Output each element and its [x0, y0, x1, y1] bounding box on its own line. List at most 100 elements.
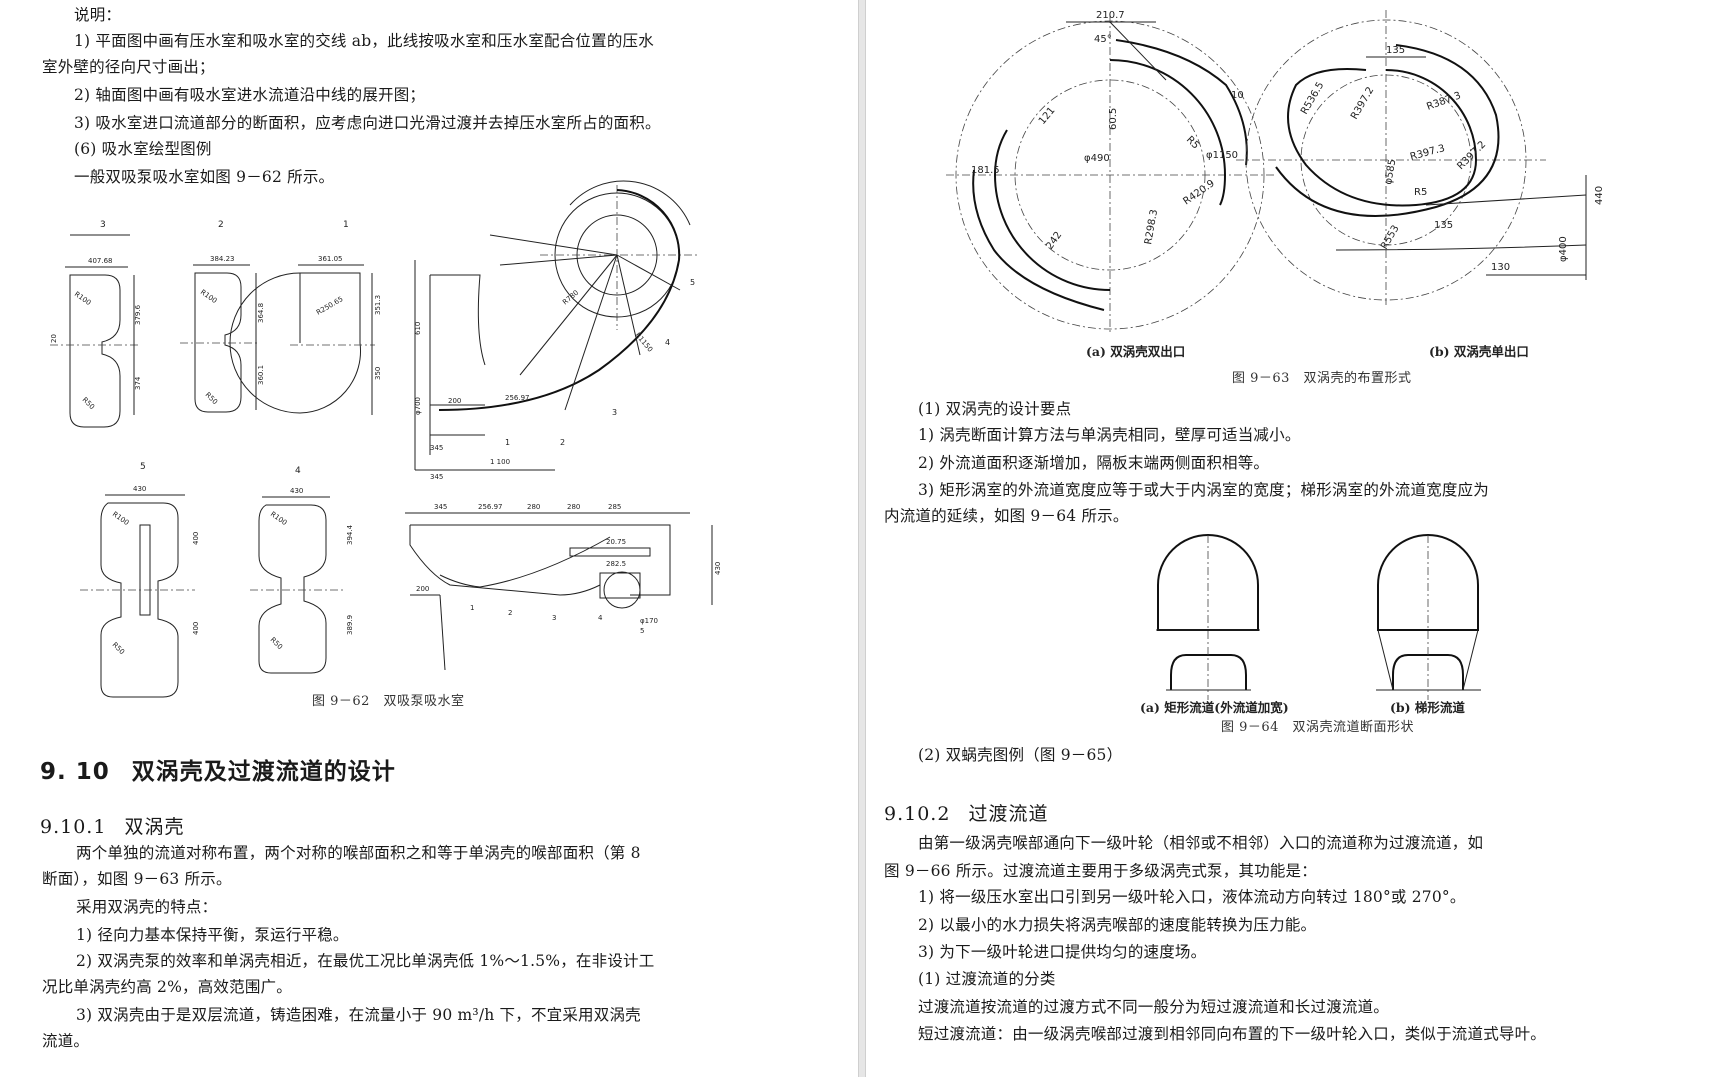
figure-9-64 [1156, 534, 1481, 700]
dim-label: 351.3 [374, 295, 382, 315]
body-line: 过渡流道按流道的过渡方式不同一般分为短过渡流道和长过渡流道。 [918, 998, 1390, 1016]
dim-label: R50 [204, 391, 219, 406]
figure-9-63a-subcaption: (a) 双涡壳双出口 [1086, 344, 1186, 359]
dim-label: 135 [1434, 220, 1453, 231]
body-line: 两个单独的流道对称布置，两个对称的喉部面积之和等于单涡壳的喉部面积（第 8 [76, 844, 641, 862]
dim-label: R553 [1379, 223, 1402, 251]
dim-label: 210.7 [1096, 10, 1125, 21]
section-label: 3 [100, 220, 106, 230]
station-number: 1 [505, 438, 510, 447]
elevation-drawing: 345 256.97 280 280 285 20.75 282.5 200 φ… [405, 503, 722, 671]
body-line: 2) 外流道面积逐渐增加，隔板末端两侧面积相等。 [918, 454, 1270, 472]
section-5-drawing: 5 430 400 400 R100 R50 [80, 462, 200, 698]
dim-label: 200 [416, 585, 429, 593]
dim-label: R397.2 [1455, 139, 1488, 172]
dim-label: 135 [1386, 45, 1405, 56]
section-4-drawing: 4 430 394.4 389.9 R100 R50 [250, 466, 354, 674]
station-number: 5 [640, 627, 644, 635]
dim-label: φ490 [1084, 153, 1110, 164]
note-line: (6) 吸水室绘型图例 [74, 140, 212, 158]
dim-label: 350 [374, 367, 382, 380]
dim-label: R536.5 [1299, 80, 1326, 116]
figure-9-64-caption: 图 9－64 双涡壳流道断面形状 [1221, 720, 1414, 735]
dim-label: R298.3 [1143, 209, 1160, 246]
dim-label: 280 [567, 503, 580, 511]
figure-9-63a-drawing: 210.7 45° 10 121 60.5 R5 φ1150 181.5 φ49… [946, 10, 1276, 335]
dim-label: 256.97 [478, 503, 503, 511]
dim-label: φ170 [640, 617, 658, 625]
dim-label: 242 [1044, 230, 1064, 252]
notes-heading: 说明： [74, 6, 122, 24]
figure-9-64b-subcaption: (b) 梯形流道 [1390, 700, 1465, 715]
dim-label: 181.5 [971, 165, 1000, 176]
dim-label: 407.68 [88, 257, 113, 265]
dim-label: 610 [414, 322, 422, 335]
body-line: 2) 双涡壳泵的效率和单涡壳相近，在最优工况比单涡壳低 1%～1.5%，在非设计… [76, 952, 655, 970]
body-line: 断面），如图 9－63 所示。 [42, 870, 232, 888]
body-line: 况比单涡壳约高 2%，高效范围广。 [42, 978, 292, 996]
body-line: 短过渡流道：由一级涡壳喉部过渡到相邻同向布置的下一级叶轮入口，类似于流道式导叶。 [918, 1025, 1547, 1043]
body-line: 1) 涡壳断面计算方法与单涡壳相同，壁厚可适当减小。 [918, 426, 1301, 444]
dim-label: 1 100 [490, 458, 510, 466]
subsection-title: 过渡流道 [968, 803, 1049, 825]
dim-label: R100 [269, 510, 289, 527]
subsection-number: 9.10.2 [884, 803, 951, 825]
body-line: 1) 径向力基本保持平衡，泵运行平稳。 [76, 926, 349, 944]
right-page: 210.7 45° 10 121 60.5 R5 φ1150 181.5 φ49… [866, 0, 1716, 1077]
station-number: 5 [690, 278, 695, 287]
section-title: 双涡壳及过渡流道的设计 [131, 759, 396, 785]
dim-label: R420.9 [1181, 178, 1216, 207]
note-line: 2) 轴面图中画有吸水室进水流道沿中线的展开图； [74, 86, 426, 104]
note-line: 1) 平面图中画有压水室和吸水室的交线 ab，此线按吸水室和压水室配合位置的压水 [74, 32, 654, 50]
body-line: 由第一级涡壳喉部通向下一级叶轮（相邻或不相邻）入口的流道称为过渡流道，如 [918, 834, 1484, 852]
section-label: 4 [295, 466, 301, 476]
figure-9-63b-drawing: 135 R536.5 R397.2 R387.3 R397.3 R397.2 φ… [1236, 10, 1605, 305]
plan-view-drawing: 1 100 345 345 200 256.97 610 φ700 R1150 … [414, 180, 700, 481]
dim-label: 374 [134, 376, 142, 390]
section-9-10-heading: 9. 10 双涡壳及过渡流道的设计 [40, 752, 396, 786]
section-3-drawing: 3 407.68 20 379.6 374 R100 R50 [50, 220, 142, 428]
dim-label: R100 [199, 288, 219, 305]
section-number: 9. 10 [40, 759, 110, 785]
note-line: 室外壁的径向尺寸画出； [42, 58, 215, 76]
section-label: 5 [140, 462, 146, 472]
dim-label: 430 [290, 487, 303, 495]
dim-label: 379.6 [134, 304, 142, 325]
dim-label: 280 [527, 503, 540, 511]
figure-9-63: 210.7 45° 10 121 60.5 R5 φ1150 181.5 φ49… [946, 10, 1605, 335]
dim-label: 361.05 [318, 255, 343, 263]
station-number: 2 [560, 438, 565, 447]
left-page: 说明： 1) 平面图中画有压水室和吸水室的交线 ab，此线按吸水室和压水室配合位… [40, 6, 722, 1050]
dim-label: R50 [111, 641, 126, 656]
dim-label: 400 [192, 622, 200, 635]
dim-label: R100 [111, 510, 131, 527]
body-line: 3) 矩形涡室的外流道宽度应等于或大于内涡室的宽度；梯形涡室的外流道宽度应为 [918, 481, 1489, 499]
figure-9-63b-subcaption: (b) 双涡壳单出口 [1429, 344, 1529, 359]
dim-label: 364.8 [257, 303, 265, 323]
dim-label: 121 [1037, 105, 1058, 127]
dim-label: 430 [714, 562, 722, 575]
dim-label: φ700 [414, 397, 422, 415]
dim-label: 256.97 [505, 394, 530, 402]
station-number: 1 [470, 604, 474, 612]
station-number: 2 [508, 609, 512, 617]
body-line: 2) 以最小的水力损失将涡壳喉部的速度能转换为压力能。 [918, 916, 1317, 934]
dim-label: R50 [81, 396, 96, 411]
dim-label: 45° [1094, 34, 1112, 45]
dim-label: φ400 [1558, 236, 1569, 262]
station-number: 3 [552, 614, 556, 622]
dim-label: R397.2 [1349, 85, 1376, 121]
figure-9-62: 3 407.68 20 379.6 374 R100 R50 2 384.23 … [50, 180, 722, 698]
dim-label: φ1150 [1206, 150, 1238, 161]
dim-label: 130 [1491, 262, 1510, 273]
dim-label: 20 [50, 334, 58, 343]
section-1-drawing: 1 361.05 R250.65 351.3 350 [229, 220, 382, 415]
page-gutter [858, 0, 866, 1077]
dim-label: R250.65 [315, 295, 344, 317]
dim-label: 345 [434, 503, 447, 511]
station-number: 3 [612, 408, 617, 417]
figure-9-63-caption: 图 9－63 双涡壳的布置形式 [1232, 371, 1412, 386]
figure-9-64b-drawing [1376, 534, 1481, 700]
body-line: 内流道的延续，如图 9－64 所示。 [884, 507, 1129, 525]
